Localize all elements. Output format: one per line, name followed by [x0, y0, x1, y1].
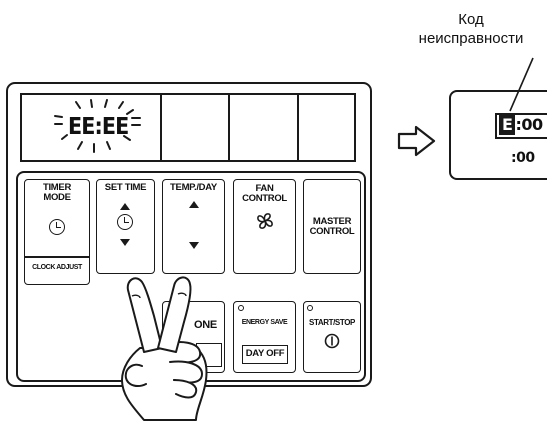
fan-control-label: FAN CONTROL: [233, 184, 296, 204]
divider: [24, 256, 90, 258]
error-code-prefix: E: [499, 114, 516, 135]
up-arrow-icon[interactable]: [189, 201, 199, 208]
temp-day-button[interactable]: [162, 179, 225, 274]
energy-save-label: ENERGY SAVE: [241, 319, 288, 326]
error-code: E:00: [499, 114, 543, 135]
lcd-error-code: EE:EE: [68, 114, 129, 140]
timer-mode-label: TIMER MODE: [24, 183, 90, 203]
temp-day-label: TEMP./DAY: [170, 182, 217, 193]
master-control-label: MASTER CONTROL: [303, 217, 361, 237]
fan-icon: [257, 213, 273, 229]
lcd-divider: [297, 93, 299, 162]
start-stop-label: START/STOP: [309, 318, 355, 327]
mini-second-line: :00: [511, 150, 535, 166]
master-control-button[interactable]: [303, 179, 361, 274]
mini-display: [449, 90, 547, 180]
error-code-digits: :00: [515, 115, 543, 134]
energy-save-button[interactable]: [233, 301, 296, 373]
error-code-box: [495, 113, 547, 139]
down-arrow-icon[interactable]: [189, 242, 199, 249]
set-time-label: SET TIME: [104, 182, 147, 193]
hand-icon: [121, 276, 208, 421]
caption-line-2: неисправности: [418, 30, 524, 47]
indicator-led: [238, 305, 244, 311]
master-label-line1: MASTER: [312, 216, 352, 227]
caption: Код неисправности: [413, 10, 529, 48]
caption-line-1: Код: [458, 11, 484, 28]
down-arrow-icon[interactable]: [120, 239, 130, 246]
fan-label-line2: CONTROL: [242, 193, 287, 204]
clock-icon: [117, 214, 133, 230]
day-off-button[interactable]: DAY OFF: [242, 345, 288, 364]
blink-rays: [54, 99, 141, 153]
pointer-line: [509, 57, 534, 112]
fan-label-line1: FAN: [255, 183, 274, 194]
lcd-display: [20, 93, 356, 162]
master-label-line2: CONTROL: [309, 226, 355, 237]
right-arrow-icon: [397, 125, 436, 157]
clock-adjust-label: CLOCK ADJUST: [32, 264, 82, 271]
timer-label-line2: MODE: [43, 192, 71, 203]
power-icon: [324, 333, 340, 349]
timer-label-line1: TIMER: [42, 182, 72, 193]
up-arrow-icon[interactable]: [120, 203, 130, 210]
timer-mode-button[interactable]: [24, 179, 90, 285]
clock-icon: [49, 219, 65, 235]
zone-label: ONE: [194, 319, 217, 331]
lcd-divider: [228, 93, 230, 162]
lcd-divider: [160, 93, 162, 162]
indicator-led: [307, 305, 313, 311]
